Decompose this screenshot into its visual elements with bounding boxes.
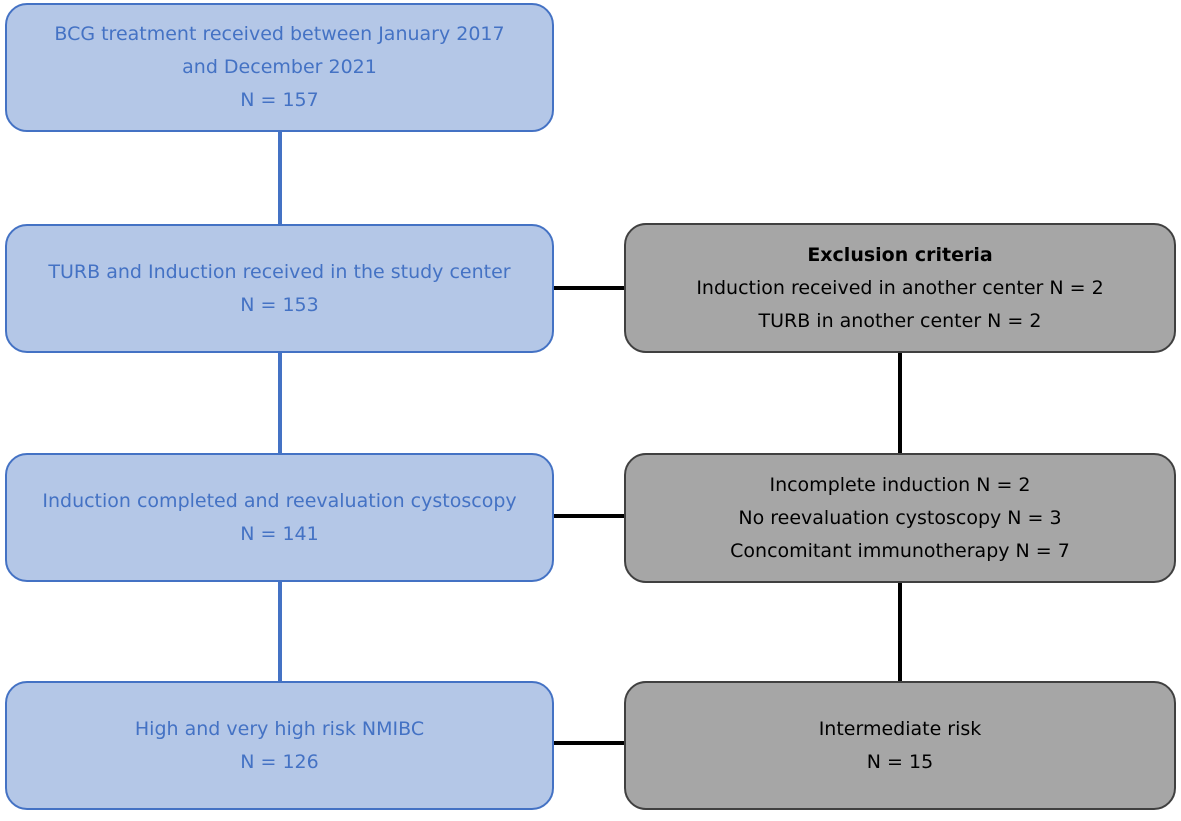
exclusion-item: Intermediate risk bbox=[818, 717, 982, 740]
flow-box-text: and December 2021 bbox=[182, 56, 377, 78]
flow-box-count: N = 153 bbox=[240, 293, 319, 316]
exclusion-criteria-title: Exclusion criteria bbox=[807, 243, 993, 266]
flow-box-induction-completed: Induction completed and reevaluation cys… bbox=[5, 453, 554, 582]
flow-box-text: TURB and Induction received in the study… bbox=[48, 260, 511, 283]
flow-box-high-risk-nmibc: High and very high risk NMIBC N = 126 bbox=[5, 681, 554, 810]
exclusion-item: Concomitant immunotherapy N = 7 bbox=[730, 539, 1070, 562]
exclusion-item: No reevaluation cystoscopy N = 3 bbox=[738, 506, 1062, 529]
flow-box-count: N = 157 bbox=[240, 89, 319, 111]
flow-box-turb-induction: TURB and Induction received in the study… bbox=[5, 224, 554, 353]
exclusion-box-intermediate-risk: Intermediate risk N = 15 bbox=[624, 681, 1176, 810]
flow-box-count: N = 126 bbox=[240, 750, 319, 773]
exclusion-count: N = 15 bbox=[866, 750, 934, 773]
exclusion-box-induction: Incomplete induction N = 2 No reevaluati… bbox=[624, 453, 1176, 583]
exclusion-item: Incomplete induction N = 2 bbox=[769, 473, 1031, 496]
flow-box-count: N = 141 bbox=[240, 522, 319, 545]
flow-box-bcg-treatment: BCG treatment received between January 2… bbox=[5, 3, 554, 132]
flow-box-text: Induction completed and reevaluation cys… bbox=[42, 489, 517, 512]
exclusion-box-center: Exclusion criteria Induction received in… bbox=[624, 223, 1176, 353]
flow-box-text: BCG treatment received between January 2… bbox=[54, 23, 505, 45]
exclusion-item: TURB in another center N = 2 bbox=[758, 309, 1042, 332]
exclusion-item: Induction received in another center N =… bbox=[696, 276, 1104, 299]
flow-box-text: High and very high risk NMIBC bbox=[134, 717, 425, 740]
